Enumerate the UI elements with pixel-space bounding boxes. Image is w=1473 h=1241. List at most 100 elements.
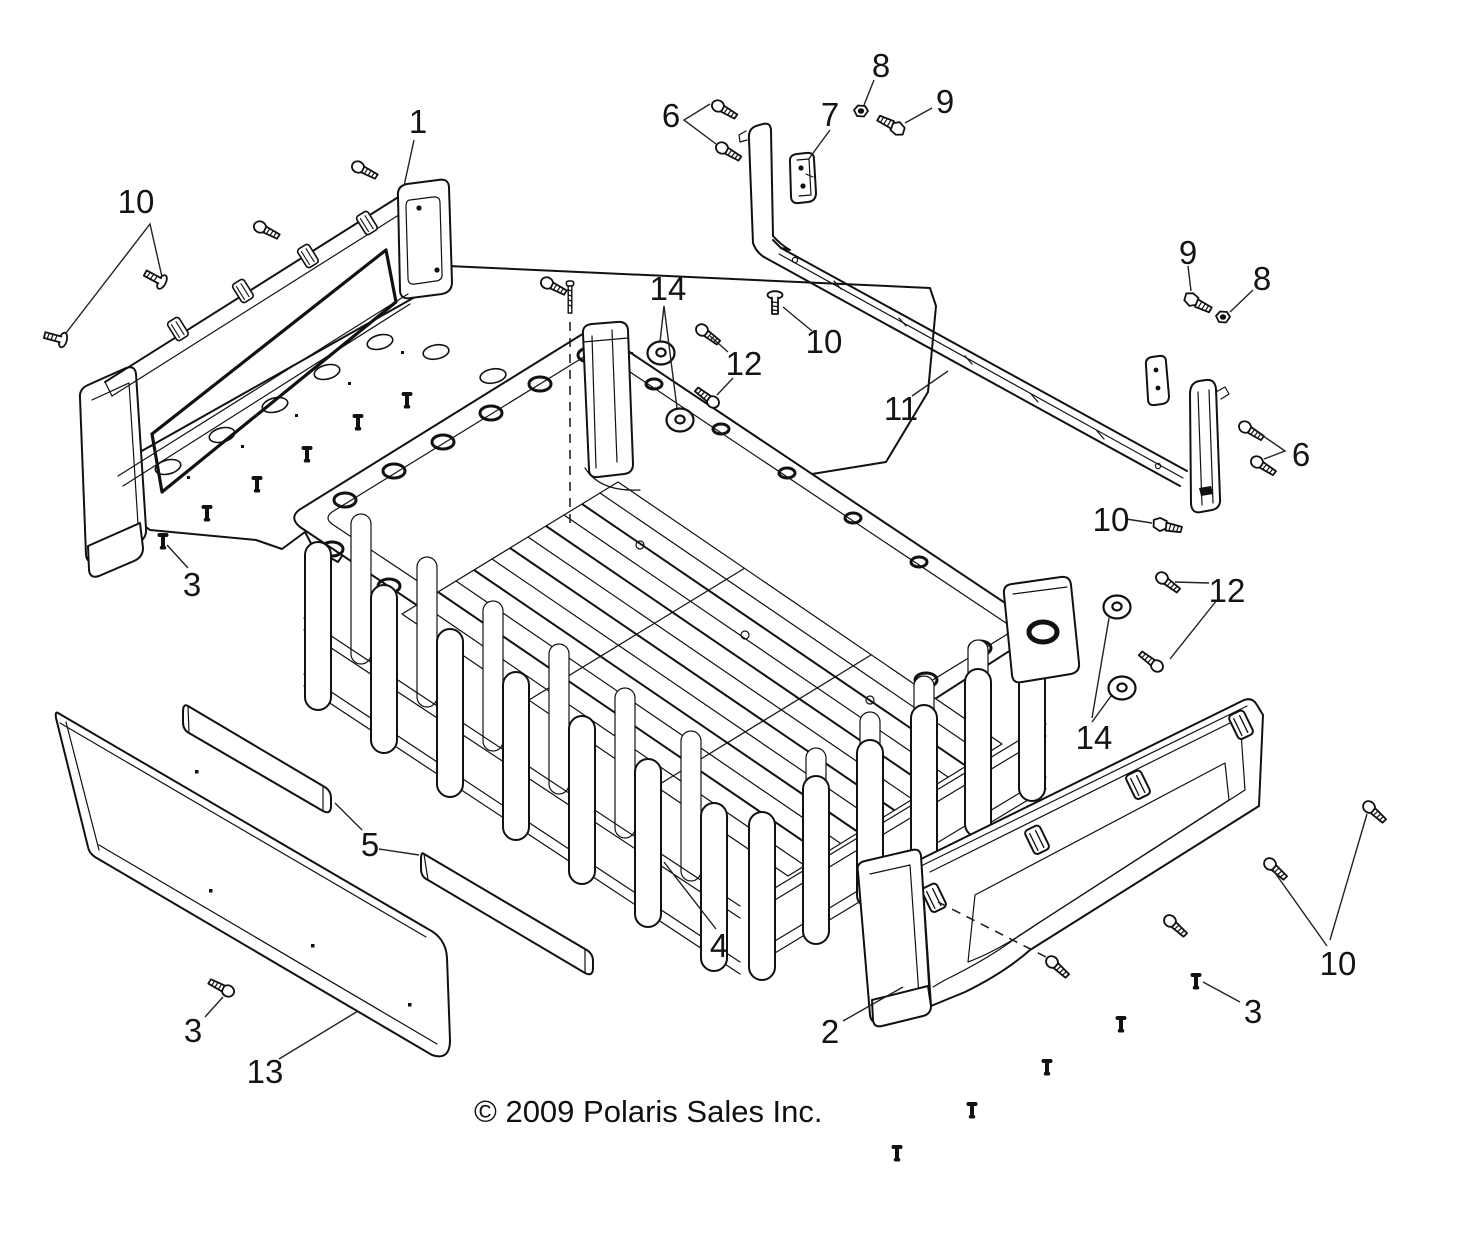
callout-5: 5 (361, 826, 379, 863)
latch-bracket-part-7 (788, 151, 817, 205)
bolt-icon (1151, 515, 1184, 536)
leader-8-top (863, 79, 875, 106)
box-corner-post (581, 320, 641, 491)
nut-icon (1215, 310, 1231, 324)
screw-icon (251, 218, 283, 242)
screw-icon (1235, 418, 1267, 444)
callout-4: 4 (710, 927, 728, 964)
callout-8-right: 8 (1253, 260, 1271, 297)
wear-strip-part-5-upper (182, 704, 332, 814)
callout-8-top: 8 (872, 47, 890, 84)
leader-3-left (166, 544, 189, 569)
leader-4 (663, 861, 717, 930)
leader-12-mid (709, 335, 734, 396)
callout-12-right: 12 (1209, 572, 1246, 609)
side-panel-part-2 (856, 698, 1264, 1028)
panel-clip-icon (295, 242, 321, 270)
callout-10-right: 10 (1093, 501, 1130, 538)
washer-icon (1107, 675, 1137, 701)
callout-11: 11 (884, 390, 918, 427)
screw-icon (712, 139, 745, 164)
screw-icon (157, 533, 169, 550)
leader-10-right (1125, 518, 1153, 524)
box-corner-pocket (1002, 575, 1081, 684)
callout-13: 13 (247, 1053, 284, 1090)
callout-12-mid: 12 (726, 345, 763, 382)
leader-14-mid (659, 305, 678, 409)
screw-icon (1260, 854, 1291, 883)
tailgate-outline (54, 711, 451, 1058)
latch-bracket-right (1144, 354, 1170, 407)
screw-icon (966, 1102, 978, 1119)
callout-1: 1 (409, 103, 427, 140)
callout-3-bottom-right: 3 (1244, 993, 1262, 1030)
washer-icon (665, 407, 695, 433)
leader-5 (334, 802, 420, 856)
leader-lines (65, 79, 1368, 1060)
callout-2: 2 (821, 1013, 839, 1050)
flange-screw-icon (140, 265, 170, 292)
panel-clip-icon (354, 209, 380, 237)
flange-screw-icon (41, 326, 70, 350)
callout-10-mid: 10 (806, 323, 843, 360)
box-front-legs (304, 541, 1046, 981)
callout-10-bottom-right: 10 (1320, 945, 1357, 982)
tailgate-panel-part-13 (54, 711, 451, 1058)
leader-6-top (682, 103, 717, 145)
screw-icon (1115, 1016, 1127, 1033)
callout-3-bottom-left: 3 (184, 1012, 202, 1049)
leader-8-right (1229, 289, 1254, 313)
screw-icon (1190, 973, 1202, 990)
leader-12-right (1169, 581, 1218, 660)
callout-14-right: 14 (1076, 719, 1113, 756)
leader-7 (807, 129, 831, 161)
side-panel-body (920, 698, 1264, 1007)
callout-6-top: 6 (662, 97, 680, 134)
callout-7: 7 (821, 96, 839, 133)
screw-icon (1041, 1059, 1053, 1076)
cargo-box-part-4 (293, 320, 1081, 981)
callout-10-left: 10 (118, 183, 155, 220)
leader-10-mid (782, 306, 813, 332)
assembly-dashed-line (937, 901, 1047, 958)
nut-icon (853, 104, 869, 118)
washer-icon (1102, 594, 1132, 620)
screw-icon (1247, 453, 1279, 479)
callout-9-right: 9 (1179, 234, 1197, 271)
leader-3-bottom-right (1202, 981, 1241, 1003)
callout-6-right: 6 (1292, 436, 1310, 473)
bolt-icon (1181, 289, 1215, 316)
leader-14-right (1091, 617, 1112, 723)
callout-14-mid: 14 (650, 270, 687, 307)
tailgate-dots (195, 770, 412, 1007)
rail-slot-marks (791, 256, 1162, 470)
leader-2 (842, 986, 904, 1022)
leader-9-top (904, 107, 933, 124)
screw-icon (1042, 952, 1073, 981)
panel-clip-icon (165, 315, 191, 343)
screw-icon (708, 97, 741, 122)
bolt-icon (874, 112, 908, 139)
leader-9-right (1187, 265, 1192, 292)
screw-icon (205, 976, 237, 1000)
panel1-end-cap-foot (87, 522, 144, 578)
screw-icon (1160, 911, 1191, 940)
leader-1 (403, 139, 415, 187)
leader-11 (911, 370, 949, 397)
support-rail-part-11 (738, 122, 1230, 514)
screw-icon (1135, 648, 1167, 676)
callout-9-top: 9 (936, 83, 954, 120)
side-panel-cap-foot (871, 985, 932, 1028)
screw-icon (891, 1145, 903, 1162)
rail-left-arm (747, 122, 791, 258)
leader-3-bottom-left (204, 996, 224, 1018)
wear-strip-part-5-lower (420, 852, 594, 976)
leader-10-bottom-right (1272, 813, 1368, 947)
copyright-text: © 2009 Polaris Sales Inc. (474, 1094, 823, 1129)
leader-10-left (65, 222, 163, 334)
screw-icon (349, 158, 381, 182)
callout-3-left: 3 (183, 566, 201, 603)
leader-13 (278, 1010, 359, 1060)
